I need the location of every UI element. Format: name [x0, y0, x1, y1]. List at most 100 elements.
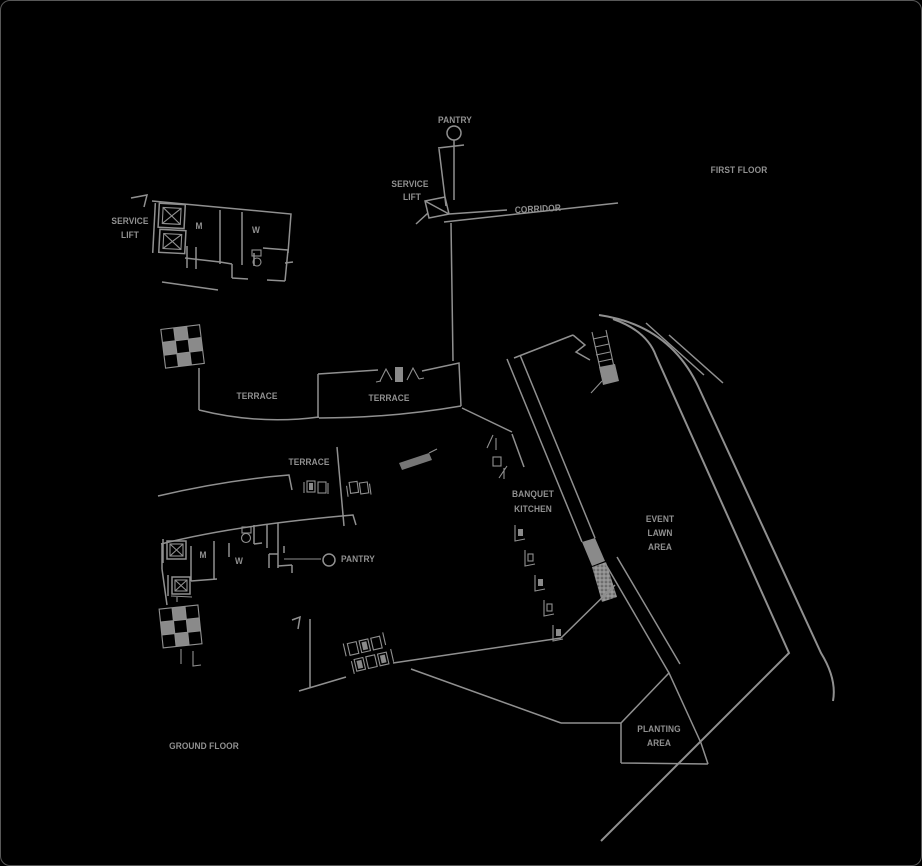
lift-shaft-inner — [161, 206, 182, 225]
door-symbol — [346, 640, 360, 656]
lift-shaft-inner — [174, 579, 188, 592]
stair-cell — [162, 340, 177, 356]
label-womens-room-ground-floor: W — [235, 556, 243, 567]
lift-shaft-x — [162, 233, 183, 250]
label-event-lawn-area-line2: LAWN — [648, 528, 673, 539]
door-brackets — [342, 632, 395, 674]
wall-lines — [513, 334, 591, 361]
pantry-symbol — [446, 125, 462, 141]
ground-floor-terrace-wall — [157, 407, 525, 527]
ground-floor-plan — [157, 314, 835, 842]
stair-cell — [176, 352, 192, 367]
label-planting-area-line2: AREA — [647, 738, 671, 749]
stair-cell — [173, 326, 189, 341]
lift-shaft-x — [161, 207, 182, 225]
lift-shaft-x — [174, 579, 188, 592]
ramp — [399, 453, 432, 470]
lift-shaft — [171, 576, 191, 595]
wall-lines — [291, 615, 562, 724]
plan-labels: PANTRY SERVICE LIFT CORRIDOR FIRST FLOOR… — [111, 115, 767, 752]
lift-shaft — [157, 228, 187, 255]
ramp-tick — [428, 448, 438, 454]
wall-lines — [170, 595, 193, 602]
door-symbol — [353, 656, 367, 672]
lift-shaft-inner — [162, 232, 183, 251]
stair-grid — [160, 606, 201, 647]
door-symbol — [358, 638, 372, 654]
door-symbol — [358, 481, 370, 495]
stair-cell — [160, 620, 175, 635]
door-swing — [375, 366, 425, 383]
stair-outline — [160, 324, 205, 369]
wall-lines — [130, 194, 294, 291]
door-leaf — [309, 483, 313, 490]
kitchen-door-symbols — [514, 525, 564, 642]
stair-landing — [599, 364, 619, 385]
hatched-block — [592, 562, 617, 602]
stair-grid — [162, 326, 203, 367]
wall-lines — [160, 514, 357, 606]
wall-lines — [590, 380, 603, 394]
door-leaf — [361, 641, 369, 651]
label-banquet-kitchen-line2: KITCHEN — [514, 504, 552, 515]
stairs-ground-floor — [158, 604, 203, 667]
door-leaf — [556, 629, 561, 636]
banquet-corridor-walls — [506, 354, 596, 543]
lift-shaft-inner — [169, 543, 184, 557]
door-symbol — [317, 481, 327, 494]
label-terrace-1: TERRACE — [237, 391, 278, 402]
label-corridor: CORRIDOR — [515, 202, 562, 215]
label-banquet-kitchen-line1: BANQUET — [512, 489, 554, 500]
wall-lines — [180, 649, 202, 667]
door-leaf — [538, 579, 543, 586]
ground-floor-pantry-callout — [284, 553, 336, 567]
door-symbol — [306, 480, 316, 493]
door-leaf — [395, 367, 403, 382]
outer-path-edge — [598, 314, 835, 702]
lift-shaft — [157, 202, 187, 230]
label-womens-room-first-floor: W — [252, 225, 260, 236]
label-planting-area-line1: PLANTING — [637, 724, 680, 735]
label-pantry-first-floor: PANTRY — [438, 115, 472, 126]
label-event-lawn-area-line3: AREA — [648, 542, 672, 553]
terrace-edge — [198, 368, 320, 421]
toilet-symbol — [251, 249, 262, 257]
first-floor-title: FIRST FLOOR — [711, 165, 768, 176]
first-floor-service-core — [415, 125, 619, 362]
ground-floor-restroom-block — [160, 514, 357, 606]
stair-cell — [172, 606, 187, 621]
stairs-first-floor — [160, 324, 320, 421]
toilet-symbol — [240, 532, 252, 544]
toilet-symbol — [252, 257, 262, 267]
door-symbol — [365, 654, 378, 670]
wall-lines — [157, 446, 345, 527]
door-symbol — [527, 553, 534, 562]
stair-cell — [188, 337, 203, 353]
label-terrace-3: TERRACE — [289, 457, 330, 468]
service-lift-shafts-ground-floor — [162, 539, 193, 602]
planting-area-outline — [561, 671, 709, 765]
label-service-lift-first-floor-line1: SERVICE — [391, 179, 428, 190]
first-floor-plan — [130, 125, 619, 421]
lift-shaft — [166, 540, 187, 560]
label-service-lift-left-line1: SERVICE — [111, 216, 148, 227]
door-symbol — [492, 456, 502, 467]
inner-path-edge — [600, 318, 791, 842]
stair-outline — [158, 604, 203, 649]
wall-lines — [461, 407, 525, 468]
lift-shaft-x — [169, 543, 184, 557]
stair-treads — [592, 335, 613, 363]
door-bracket — [303, 482, 329, 494]
door-symbol — [376, 651, 390, 667]
terrace-upper-block — [317, 362, 462, 419]
label-mens-room-first-floor: M — [195, 221, 202, 232]
door-bracket — [346, 483, 372, 497]
label-pantry-ground-floor: PANTRY — [341, 554, 375, 565]
door-symbol — [370, 635, 383, 651]
event-lawn-and-paths — [560, 314, 835, 842]
banquet-wing — [506, 329, 619, 642]
entrance-door-cluster — [342, 632, 395, 674]
door-symbol — [348, 480, 360, 494]
